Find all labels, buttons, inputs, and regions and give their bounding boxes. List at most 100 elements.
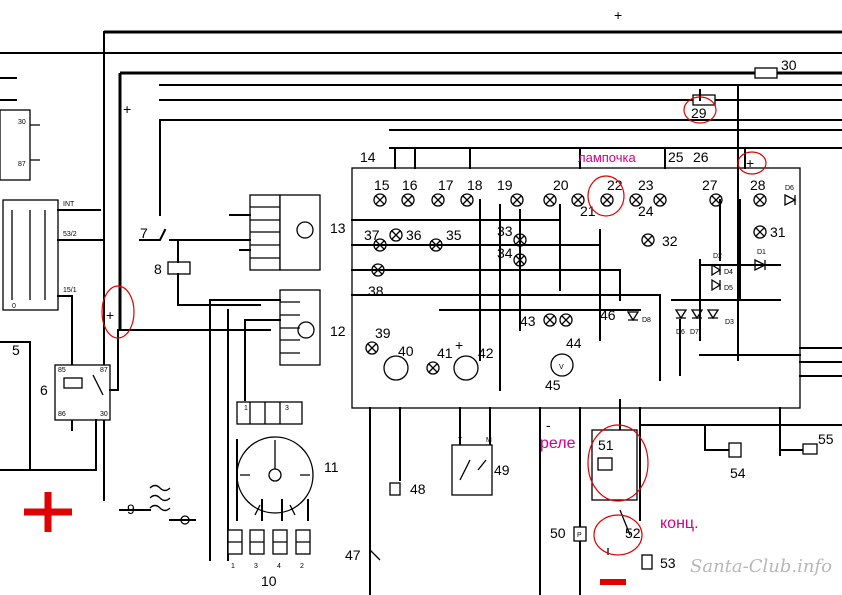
connector-13 <box>229 194 321 271</box>
plug-1: 1 <box>231 563 235 570</box>
label-10: 10 <box>261 573 277 589</box>
label-49: 49 <box>494 462 510 478</box>
annotation-rele: реле <box>540 435 576 452</box>
diode-block <box>626 193 797 322</box>
plug-2: 2 <box>300 563 304 570</box>
label-11: 11 <box>324 459 339 475</box>
label-7: 7 <box>140 225 148 241</box>
label-31: 31 <box>770 224 786 240</box>
label-23: 23 <box>638 177 654 193</box>
connector-12 <box>209 289 321 561</box>
label-45: 45 <box>545 377 561 393</box>
component-labels: 5 6 7 8 9 10 11 12 13 14 15 16 17 18 19 … <box>12 57 834 589</box>
watermark: Santa-Club.info <box>690 556 832 577</box>
label-28: 28 <box>750 177 766 193</box>
label-17: 17 <box>438 177 454 193</box>
label-48: 48 <box>410 481 426 497</box>
label-25: 25 <box>668 149 684 165</box>
label-d6b: D6 <box>676 329 685 336</box>
label-46: 46 <box>600 307 616 323</box>
annotation-lampochka: лампочка <box>578 150 636 165</box>
label-33: 33 <box>497 223 513 239</box>
pin-15-1: 15/1 <box>63 287 77 294</box>
label-55: 55 <box>818 431 834 447</box>
label-41: 41 <box>437 345 453 361</box>
label-36: 36 <box>406 227 422 243</box>
label-20: 20 <box>553 177 569 193</box>
pin-53-2: 53/2 <box>63 231 77 238</box>
label-52: 52 <box>625 525 641 541</box>
pin-85: 85 <box>58 367 66 374</box>
label-6: 6 <box>40 382 48 398</box>
label-9: 9 <box>127 501 135 517</box>
label-40: 40 <box>398 343 414 359</box>
minus-rele: - <box>546 417 551 433</box>
label-18: 18 <box>467 177 483 193</box>
bottom-components <box>369 399 653 595</box>
label-50: 50 <box>550 525 566 541</box>
pin-labels: 30 87 INT 53/2 15/1 0 85 87 86 30 T M P … <box>12 119 582 570</box>
left-components <box>119 228 271 525</box>
label-54: 54 <box>730 465 746 481</box>
label-24: 24 <box>638 203 654 219</box>
label-d2: D2 <box>713 253 722 260</box>
label-d6a: D6 <box>785 185 794 192</box>
label-d8: D8 <box>642 317 651 324</box>
plus-28: + <box>746 155 754 171</box>
label-27: 27 <box>702 177 718 193</box>
label-15: 15 <box>374 177 390 193</box>
label-37: 37 <box>364 227 380 243</box>
label-d5: D5 <box>724 285 733 292</box>
label-35: 35 <box>446 227 462 243</box>
pin-m: M <box>486 437 492 444</box>
pin-86: 86 <box>58 411 66 418</box>
plug-3: 3 <box>254 563 258 570</box>
distributor-11 <box>236 401 314 521</box>
label-30: 30 <box>781 57 797 73</box>
spark-plugs-10 <box>227 529 311 555</box>
label-39: 39 <box>375 325 391 341</box>
label-12: 12 <box>330 323 346 339</box>
label-47: 47 <box>345 547 361 563</box>
pin-30: 30 <box>18 119 26 126</box>
label-21: 21 <box>580 203 596 219</box>
label-44: 44 <box>566 335 582 351</box>
annotation-konts: конц. <box>660 515 699 532</box>
plus-top: + <box>614 7 622 23</box>
bus-wires <box>0 30 842 501</box>
label-29: 29 <box>691 105 707 121</box>
label-22: 22 <box>607 177 623 193</box>
label-42: 42 <box>478 345 494 361</box>
pin-t: T <box>458 437 463 444</box>
relay-6 <box>0 329 119 471</box>
pin-87b: 87 <box>100 367 108 374</box>
pin-87: 87 <box>18 161 26 168</box>
diode-labels: D6 D1 D2 D3 D4 D5 D6 D7 D8 <box>642 185 794 336</box>
ignition-switch-block <box>0 109 105 431</box>
label-19: 19 <box>497 177 513 193</box>
plus-bus: + <box>123 101 131 117</box>
pin-r1: 1 <box>244 405 248 412</box>
pin-0: 0 <box>12 303 16 310</box>
big-red-plus <box>24 492 72 532</box>
label-16: 16 <box>402 177 418 193</box>
label-32: 32 <box>662 233 678 249</box>
pin-int: INT <box>63 201 75 208</box>
plus-41: + <box>455 337 463 353</box>
label-5: 5 <box>12 342 20 358</box>
label-d7: D7 <box>690 329 699 336</box>
label-43: 43 <box>520 313 536 329</box>
polarity-marks: + + + + + - <box>106 7 754 433</box>
pin-p: P <box>577 532 582 539</box>
label-26: 26 <box>693 149 709 165</box>
label-14: 14 <box>360 149 376 165</box>
plug-4: 4 <box>277 563 281 570</box>
label-d1: D1 <box>757 249 766 256</box>
indicator-bulbs <box>365 193 767 375</box>
label-13: 13 <box>330 220 346 236</box>
hand-annotations: лампочка реле конц. <box>24 96 767 585</box>
label-34: 34 <box>497 245 513 261</box>
label-53: 53 <box>660 555 676 571</box>
right-outputs <box>639 347 842 458</box>
pin-30b: 30 <box>100 411 108 418</box>
